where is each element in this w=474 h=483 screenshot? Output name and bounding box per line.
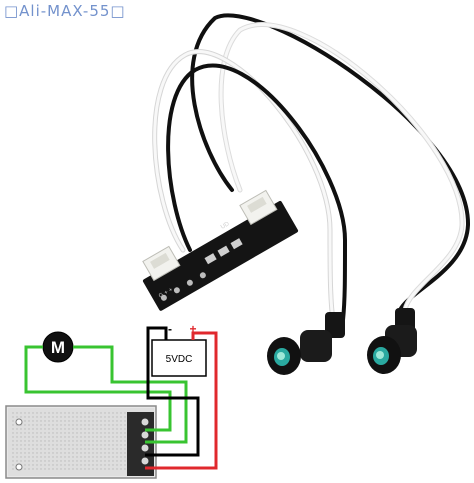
cable-white-outer	[218, 22, 465, 313]
cable-black-inner	[166, 63, 348, 322]
svg-text:+: +	[189, 322, 196, 336]
wire-black-negative	[145, 326, 200, 457]
sensor-head-right	[367, 308, 417, 374]
svg-text:M: M	[51, 338, 65, 357]
svg-text:-: -	[168, 322, 172, 336]
power-supply: 5VDC - +	[151, 322, 207, 377]
cable-black-outer	[190, 13, 471, 312]
connector-left	[142, 245, 181, 282]
sensor-head-left	[267, 312, 345, 375]
motor-symbol: M	[42, 331, 74, 363]
diagram-module-board	[5, 405, 157, 479]
connector-right	[239, 189, 278, 226]
board-silk-top: UD	[220, 221, 231, 231]
svg-text:5VDC: 5VDC	[166, 354, 193, 365]
sensor-board	[142, 189, 299, 311]
watermark-text: □Ali-MAX-55□	[4, 2, 126, 20]
wire-red-positive	[145, 331, 218, 470]
wire-green-motor-a	[24, 345, 172, 432]
